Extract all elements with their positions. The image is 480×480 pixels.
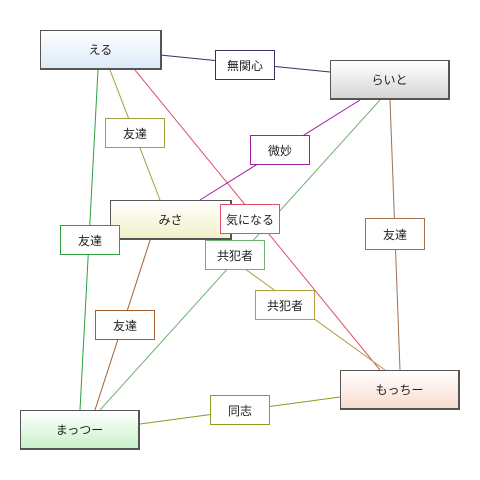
node-raito[interactable]: らいと <box>330 60 450 100</box>
node-mats[interactable]: まっつー <box>20 410 140 450</box>
node-motch-label: もっちー <box>375 383 424 397</box>
edge-label-misa-mats: 友達 <box>95 310 155 340</box>
node-raito-label: らいと <box>371 73 408 87</box>
node-mats-label: まっつー <box>55 423 104 437</box>
edge-label-raito-misa: 微妙 <box>250 135 310 165</box>
node-eru-label: える <box>88 43 113 57</box>
node-motch[interactable]: もっちー <box>340 370 460 410</box>
edge-label-eru-mats: 友達 <box>60 225 120 255</box>
edge-label-raito-motch: 友達 <box>365 218 425 250</box>
edge-label-mats-motch: 同志 <box>210 395 270 425</box>
node-misa[interactable]: みさ <box>110 200 232 240</box>
node-misa-label: みさ <box>158 213 183 227</box>
node-eru[interactable]: える <box>40 30 162 70</box>
edge-label-eru-motch: 気になる <box>220 204 280 234</box>
edge-label-eru-raito: 無関心 <box>215 50 275 80</box>
edge-label-raito-mats: 共犯者 <box>205 240 265 270</box>
edge-label-eru-misa: 友達 <box>105 118 165 148</box>
edge-label-misa-motch: 共犯者 <box>255 290 315 320</box>
